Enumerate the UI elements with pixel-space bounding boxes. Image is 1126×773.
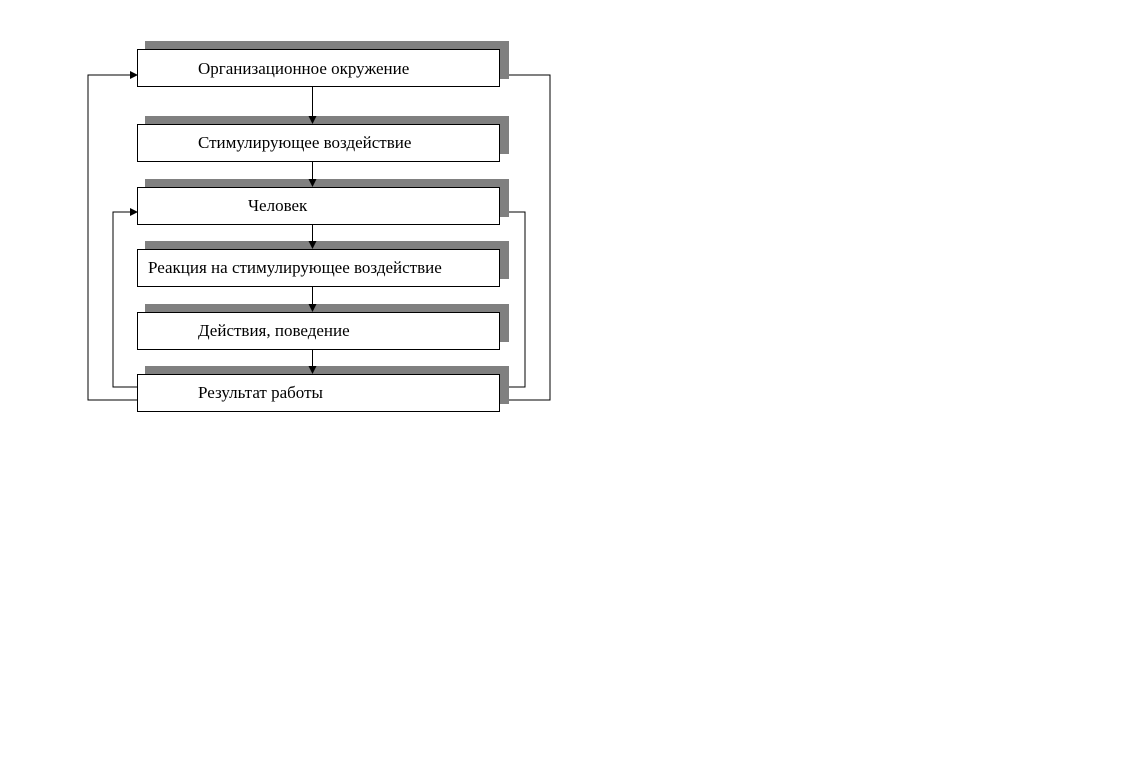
feedback-result-to-person-right (500, 211, 526, 388)
feedback-result-to-person-left (112, 211, 138, 388)
box-frame (137, 249, 500, 287)
box-label-stimulus: Стимулирующее воздействие (198, 133, 411, 152)
box-frame (137, 124, 500, 162)
arrowhead-reaction-to-actions (308, 304, 317, 312)
box-person: Человек (137, 179, 509, 225)
box-frame (137, 374, 500, 412)
box-frame (137, 187, 500, 225)
feedback-result-to-org-left (87, 74, 138, 401)
arrowhead-result-to-org-left (130, 71, 138, 79)
box-actions: Действия, поведение (137, 304, 509, 350)
box-label-person: Человек (248, 196, 308, 215)
feedback-connectors (87, 71, 551, 401)
box-stimulus: Стимулирующее воздействие (137, 116, 509, 162)
feedback-result-to-org-right (500, 74, 551, 401)
box-org-environment: Организационное окружение (137, 41, 509, 87)
box-reaction: Реакция на стимулирующее воздействие (137, 241, 509, 287)
box-frame (137, 312, 500, 350)
box-label-actions: Действия, поведение (198, 321, 350, 340)
down-connectors (308, 87, 317, 374)
arrowhead-org-to-stimulus (308, 116, 317, 124)
box-result: Результат работы (137, 366, 509, 412)
arrowhead-person-to-reaction (308, 241, 317, 249)
box-label-reaction: Реакция на стимулирующее воздействие (148, 258, 442, 277)
arrowhead-actions-to-result (308, 366, 317, 374)
box-frame (137, 49, 500, 87)
box-label-org-environment: Организационное окружение (198, 59, 409, 78)
arrowhead-stimulus-to-person (308, 179, 317, 187)
arrowhead-result-to-person-left (130, 208, 138, 216)
box-label-result: Результат работы (198, 383, 324, 402)
